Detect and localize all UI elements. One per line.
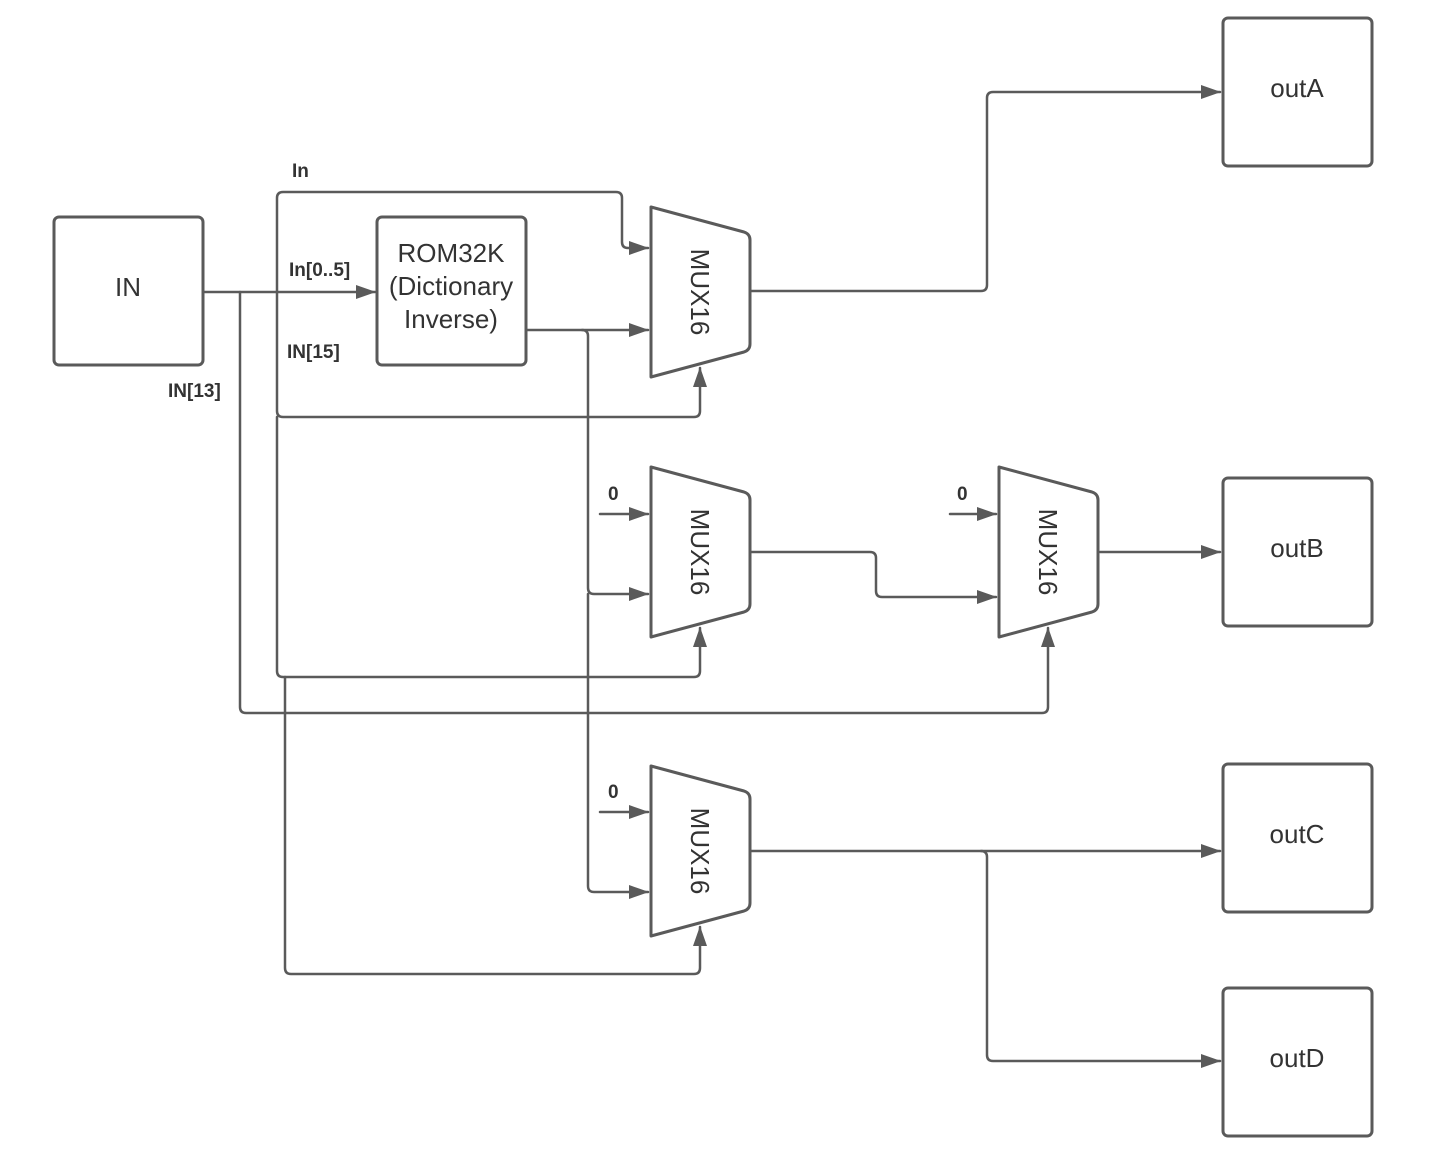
wire-labels: In In[0..5] IN[15] IN[13] 0 0 0 <box>168 161 968 803</box>
wire-mux-c-to-out-d <box>979 849 1222 1068</box>
wire-label-in-13: IN[13] <box>168 381 221 402</box>
wire-mux-a-to-out-a <box>749 85 1222 293</box>
wire-label-zero-c: 0 <box>608 782 619 803</box>
rom-block-line2: (Dictionary <box>389 271 513 301</box>
output-block-d: outD <box>1221 986 1374 1138</box>
input-block: IN <box>52 215 205 367</box>
output-block-c: outC <box>1221 762 1374 914</box>
output-block-b: outB <box>1221 476 1374 628</box>
mux-b1: MUX16 <box>649 465 752 639</box>
mux-b2: MUX16 <box>997 465 1100 639</box>
wire-label-zero-b1: 0 <box>608 484 619 505</box>
wire-label-in-15: IN[15] <box>287 342 340 363</box>
wire-rom-to-mux-b1 <box>580 328 650 601</box>
rom-block-line3: Inverse) <box>404 304 498 334</box>
wire-in15-to-mux-b1-select <box>275 415 707 679</box>
wire-label-zero-b2: 0 <box>957 484 968 505</box>
output-a-label: outA <box>1270 73 1324 103</box>
mux-b1-label: MUX16 <box>685 509 715 596</box>
wire-in-to-mux-a <box>275 190 650 294</box>
wire-label-in-0-5: In[0..5] <box>289 260 350 281</box>
wire-in15-to-mux-c-select <box>283 675 707 976</box>
output-b-label: outB <box>1270 533 1324 563</box>
mux-c-label: MUX16 <box>685 808 715 895</box>
wire-mux-b1-to-mux-b2 <box>749 550 998 604</box>
wire-in13-to-mux-b2-select <box>238 290 1055 715</box>
rom-block-line1: ROM32K <box>398 238 506 268</box>
output-block-a: outA <box>1221 16 1374 168</box>
mux-a: MUX16 <box>649 205 752 379</box>
wire-in15-to-mux-a-select <box>275 290 707 419</box>
output-c-label: outC <box>1270 819 1325 849</box>
wire-rom-to-mux-c <box>586 592 650 899</box>
mux-a-label: MUX16 <box>685 249 715 336</box>
output-d-label: outD <box>1270 1043 1325 1073</box>
wires <box>202 85 1222 1068</box>
input-block-label: IN <box>115 272 141 302</box>
rom-block: ROM32K (Dictionary Inverse) <box>375 215 528 367</box>
mux-b2-label: MUX16 <box>1033 509 1063 596</box>
mux-c: MUX16 <box>649 764 752 938</box>
wire-label-in: In <box>292 161 309 182</box>
